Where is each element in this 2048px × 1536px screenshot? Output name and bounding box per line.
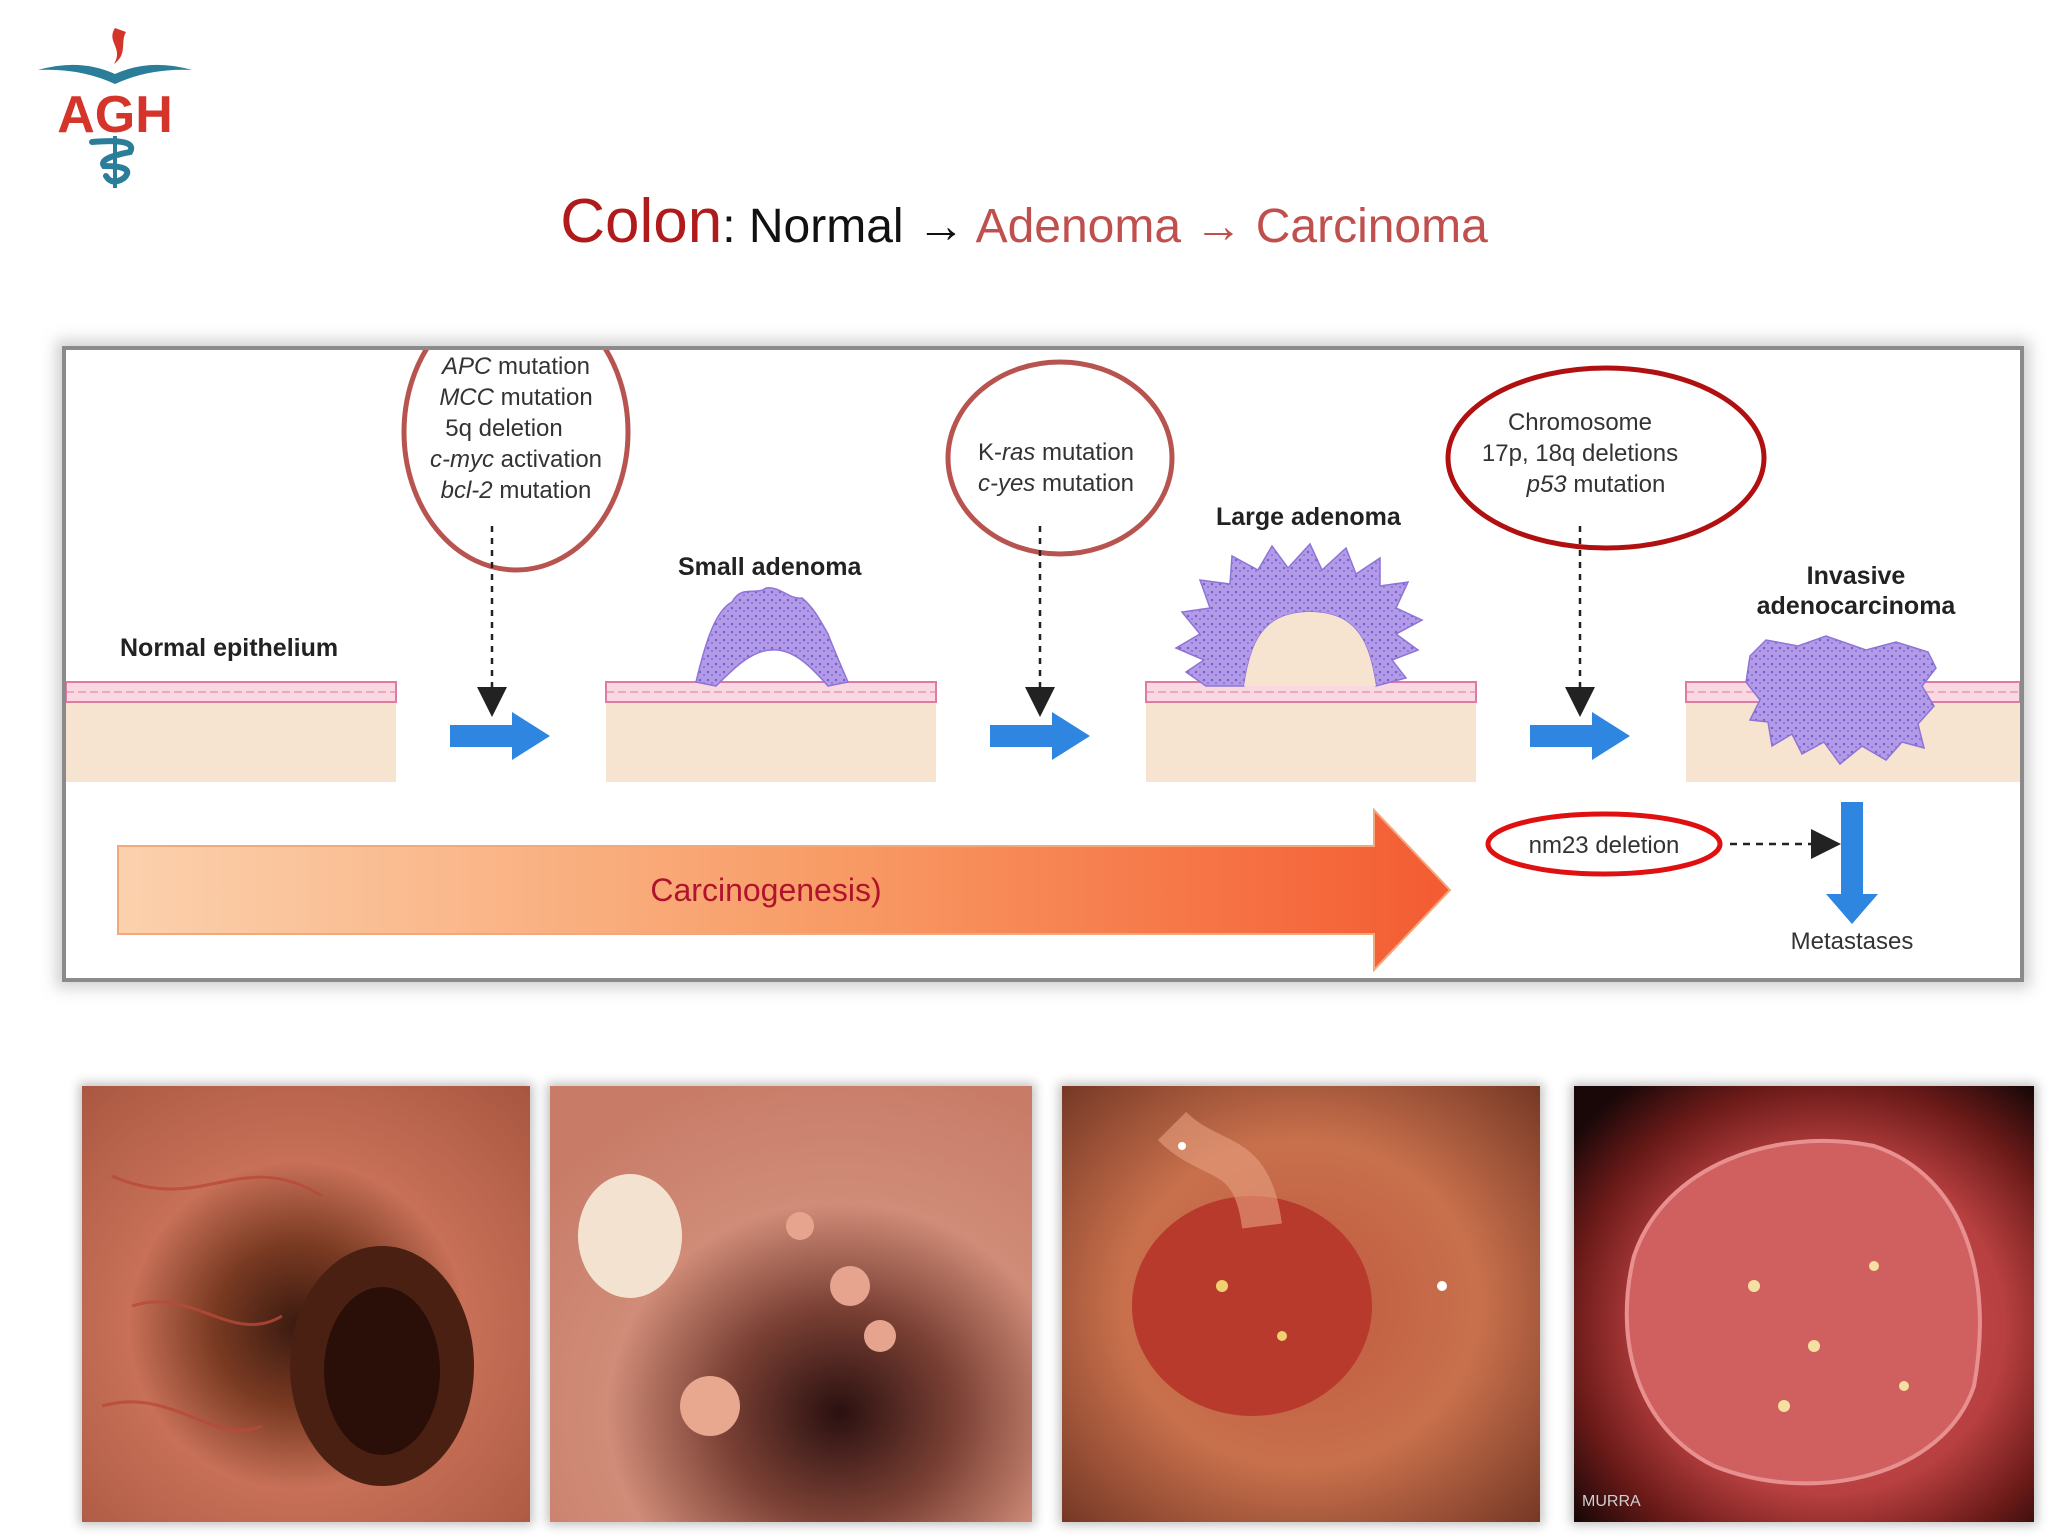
photo-watermark: MURRA [1582, 1493, 1641, 1510]
svg-text:MCC mutation: MCC mutation [439, 384, 592, 411]
arrow-right-icon: → [916, 200, 965, 253]
events-kras-group: K-ras mutation c-yes mutation [945, 359, 1175, 717]
title-carcinoma: Carcinoma [1242, 200, 1488, 253]
carcinogenesis-progress-arrow [117, 807, 1452, 973]
nm23-circle [1485, 811, 1723, 877]
photo-carcinoma: MURRA [1574, 1086, 2034, 1522]
title-colon: Colon [560, 187, 723, 256]
metastasis-down-arrow-icon [1826, 802, 1878, 924]
label-large-adenoma: Large adenoma [1216, 503, 1402, 531]
carcinogenesis-diagram: Normal epithelium Small adenoma Large ad… [62, 346, 2024, 982]
tissue-small-adenoma [605, 587, 937, 782]
svg-text:bcl-2 mutation: bcl-2 mutation [441, 477, 592, 504]
metastases-label: Metastases [1791, 928, 1914, 955]
svg-text:APC mutation: APC mutation [440, 353, 590, 380]
svg-text:c-myc activation: c-myc activation [430, 446, 602, 473]
svg-text:Chromosome: Chromosome [1508, 409, 1652, 436]
agh-logo: AGH [20, 20, 210, 190]
events-apc-group: APC mutation MCC mutation 5q deletion c-… [401, 350, 631, 717]
small-adenoma-mass [695, 587, 850, 687]
tissue-invasive [1685, 635, 2020, 782]
logo-text: AGH [57, 86, 173, 144]
invasive-carcinoma-mass [1745, 635, 1937, 766]
arrow-right-icon: → [1194, 200, 1243, 253]
photo-normal-colon [82, 1086, 530, 1522]
carcinogenesis-label: Carcinogenesis) [650, 872, 881, 908]
tissue-large-adenoma [1145, 542, 1477, 782]
events-p53-group: Chromosome 17p, 18q deletions p53 mutati… [1445, 365, 1767, 717]
title-normal: : Normal [722, 200, 917, 253]
page-title: Colon: Normal → Adenoma → Carcinoma [0, 186, 2048, 257]
label-invasive-line1: Invasive [1807, 562, 1906, 590]
label-normal-epithelium: Normal epithelium [120, 634, 338, 662]
tissue-normal [66, 681, 397, 782]
photo-adenoma [1062, 1086, 1540, 1522]
title-adenoma: Adenoma [964, 200, 1195, 253]
svg-text:c-yes mutation: c-yes mutation [978, 470, 1134, 497]
nm23-deletion-label: nm23 deletion [1529, 832, 1680, 859]
stage-arrow-3-icon [1530, 712, 1630, 760]
svg-text:17p, 18q deletions: 17p, 18q deletions [1482, 440, 1678, 467]
photo-polyps [550, 1086, 1032, 1522]
svg-text:K-ras mutation: K-ras mutation [978, 439, 1134, 466]
stage-arrow-1-icon [450, 712, 550, 760]
label-invasive-line2: adenocarcinoma [1757, 592, 1957, 620]
svg-text:p53 mutation: p53 mutation [1526, 471, 1666, 498]
stage-arrow-2-icon [990, 712, 1090, 760]
svg-text:5q deletion: 5q deletion [445, 415, 562, 442]
label-small-adenoma: Small adenoma [678, 553, 862, 581]
